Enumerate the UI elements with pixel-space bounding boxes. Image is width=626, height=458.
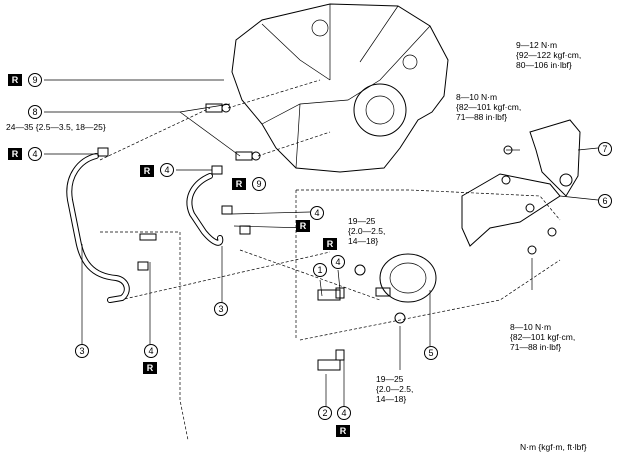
callout-7: 7 [598,142,612,156]
torque-nut-lower-2: {2.0—2.5, [376,384,414,394]
transmission-case [231,3,449,173]
replace-badge-4-mid-right: R [296,220,310,232]
bracket-6 [461,173,561,247]
fitting-lower [235,151,253,161]
bolt-bracket-upper [501,175,511,185]
torque-bracket-lower-2: {82—101 kgf·cm, [510,332,576,342]
callout-9-lower: 9 [252,177,266,191]
callout-1: 1 [313,263,327,277]
callout-6: 6 [598,194,612,208]
callout-3-left: 3 [75,344,89,358]
callout-5: 5 [424,346,438,360]
callout-4-middle-top: 4 [160,163,174,177]
o-ring-upper [221,103,231,113]
replace-badge-4-left-low: R [143,362,157,374]
torque-bracket-upper-3: 71—88 in·lbf} [456,112,508,122]
callout-4-cooler: 4 [331,255,345,269]
torque-bracket-7-1: 9—12 N·m [516,40,558,50]
torque-bracket-lower-1: 8—10 N·m [510,322,552,332]
bolt-bracket-lower [527,245,537,255]
torque-bracket-upper-1: 8—10 N·m [456,92,498,102]
oil-cooler [379,253,437,303]
callout-4-bottom: 4 [337,406,351,420]
guide-fitting-lower [257,131,331,157]
callout-4-left-top: 4 [28,147,42,161]
clamp-middle-side [239,225,251,235]
replace-badge-4-left: R [8,148,22,160]
pipe-2 [317,359,341,371]
clamp-left-top [97,147,109,157]
replace-badge-4-mid: R [140,165,154,177]
torque-bracket-lower-3: 71—88 in·lbf} [510,342,562,352]
cooler-stub [375,287,391,297]
clamp-middle-top [211,165,223,175]
torque-bracket-7-3: 80—106 in·lbf} [516,60,572,70]
units-note: N·m {kgf·m, ft·lbf} [520,442,587,452]
replace-badge-9-lower: R [232,178,246,190]
clamp-left-mid [137,261,149,271]
connector-left [139,233,157,241]
bracket-7 [529,119,581,197]
torque-nut-upper-3: 14—18} [348,236,379,246]
clamp-middle-low [221,205,233,215]
fitting-upper [205,103,223,113]
callout-4-middle-right: 4 [310,206,324,220]
guide-lower-pipe [119,249,381,301]
guide-fitting-upper [227,79,321,109]
torque-fitting-8: 24—35 {2.5—3.5, 18—25} [6,122,106,132]
nut-lower [394,312,406,324]
torque-nut-upper-2: {2.0—2.5, [348,226,386,236]
replace-badge-4-bottom: R [336,425,350,437]
torque-bracket-7-2: {92—122 kgf·cm, [516,50,582,60]
clamp-pipe-2 [335,349,345,361]
torque-nut-lower-3: 14—18} [376,394,407,404]
replace-badge-9-upper: R [8,74,22,86]
bolt-bracket-mid [525,203,535,213]
replace-badge-4-cooler: R [323,238,337,250]
callout-9-upper: 9 [28,73,42,87]
nut-upper [354,264,366,276]
transmission-flange [353,83,407,137]
torque-bracket-upper-2: {82—101 kgf·cm, [456,102,522,112]
callout-2: 2 [318,406,332,420]
callout-8: 8 [28,105,42,119]
transmission-detail [261,4,431,169]
pipe-1 [317,289,341,301]
callout-3-middle: 3 [214,302,228,316]
o-ring-lower [251,151,261,161]
bolt-bracket-right [547,227,557,237]
torque-nut-upper-1: 19—25 [348,216,376,226]
torque-nut-lower-1: 19—25 [376,374,404,384]
guide-hose-left [99,107,211,161]
callout-4-left-low: 4 [144,344,158,358]
